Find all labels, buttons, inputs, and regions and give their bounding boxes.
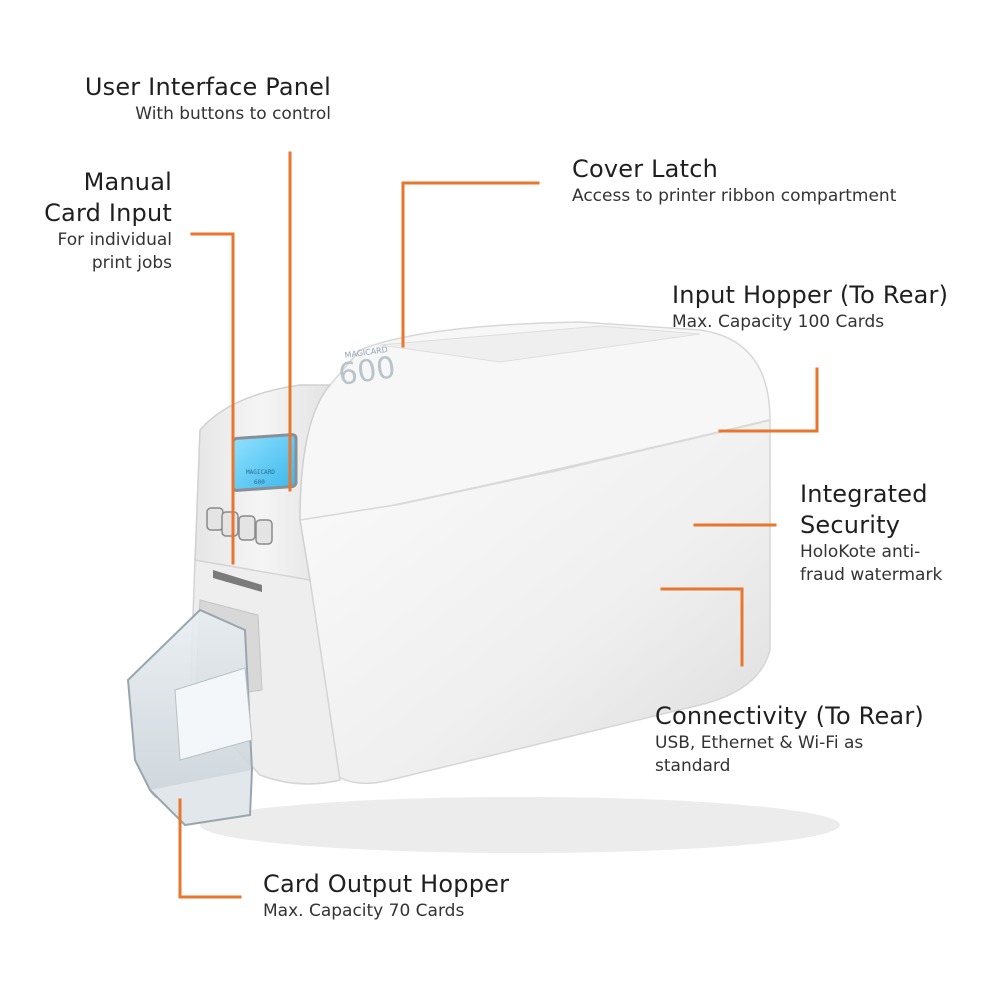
callout-card-output-hopper: Card Output Hopper Max. Capacity 70 Card… <box>263 869 583 923</box>
panel-button-4 <box>255 519 273 545</box>
callout-title: Connectivity (To Rear) <box>655 702 924 730</box>
callout-connectivity: Connectivity (To Rear) USB, Ethernet & W… <box>655 701 975 778</box>
callout-subtitle: Max. Capacity 100 Cards <box>672 312 885 332</box>
callout-subtitle: fraud watermark <box>800 565 943 585</box>
callout-title: Cover Latch <box>572 155 719 183</box>
manual-card-slot <box>213 570 262 592</box>
callout-title: Integrated <box>800 480 928 508</box>
callout-manual-card-input: Manual Card Input For individual print j… <box>20 167 172 275</box>
callout-title: Input Hopper (To Rear) <box>672 281 949 309</box>
callout-title: Card Input <box>44 199 172 227</box>
callout-title: Security <box>800 511 901 539</box>
callout-subtitle: Max. Capacity 70 Cards <box>263 901 465 921</box>
callout-subtitle: USB, Ethernet & Wi-Fi as <box>655 733 864 753</box>
panel-button-3 <box>238 515 256 541</box>
svg-text:MAGICARD: MAGICARD <box>246 469 275 476</box>
callout-cover-latch: Cover Latch Access to printer ribbon com… <box>572 154 972 208</box>
svg-text:600: 600 <box>254 479 265 486</box>
callout-integrated-security: Integrated Security HoloKote anti- fraud… <box>800 479 990 587</box>
callout-subtitle: For individual <box>57 230 172 250</box>
callout-subtitle: Access to printer ribbon compartment <box>572 186 897 206</box>
callout-input-hopper: Input Hopper (To Rear) Max. Capacity 100… <box>672 280 982 334</box>
callout-title: Manual <box>83 168 172 196</box>
callout-subtitle: standard <box>655 756 731 776</box>
callout-title: Card Output Hopper <box>263 870 510 898</box>
callout-subtitle: HoloKote anti- <box>800 542 921 562</box>
callout-subtitle: print jobs <box>91 253 172 273</box>
callout-subtitle: With buttons to control <box>135 104 331 124</box>
callout-title: User Interface Panel <box>84 73 331 101</box>
model-badge: 600 <box>336 350 398 393</box>
callout-user-interface: User Interface Panel With buttons to con… <box>40 72 331 126</box>
